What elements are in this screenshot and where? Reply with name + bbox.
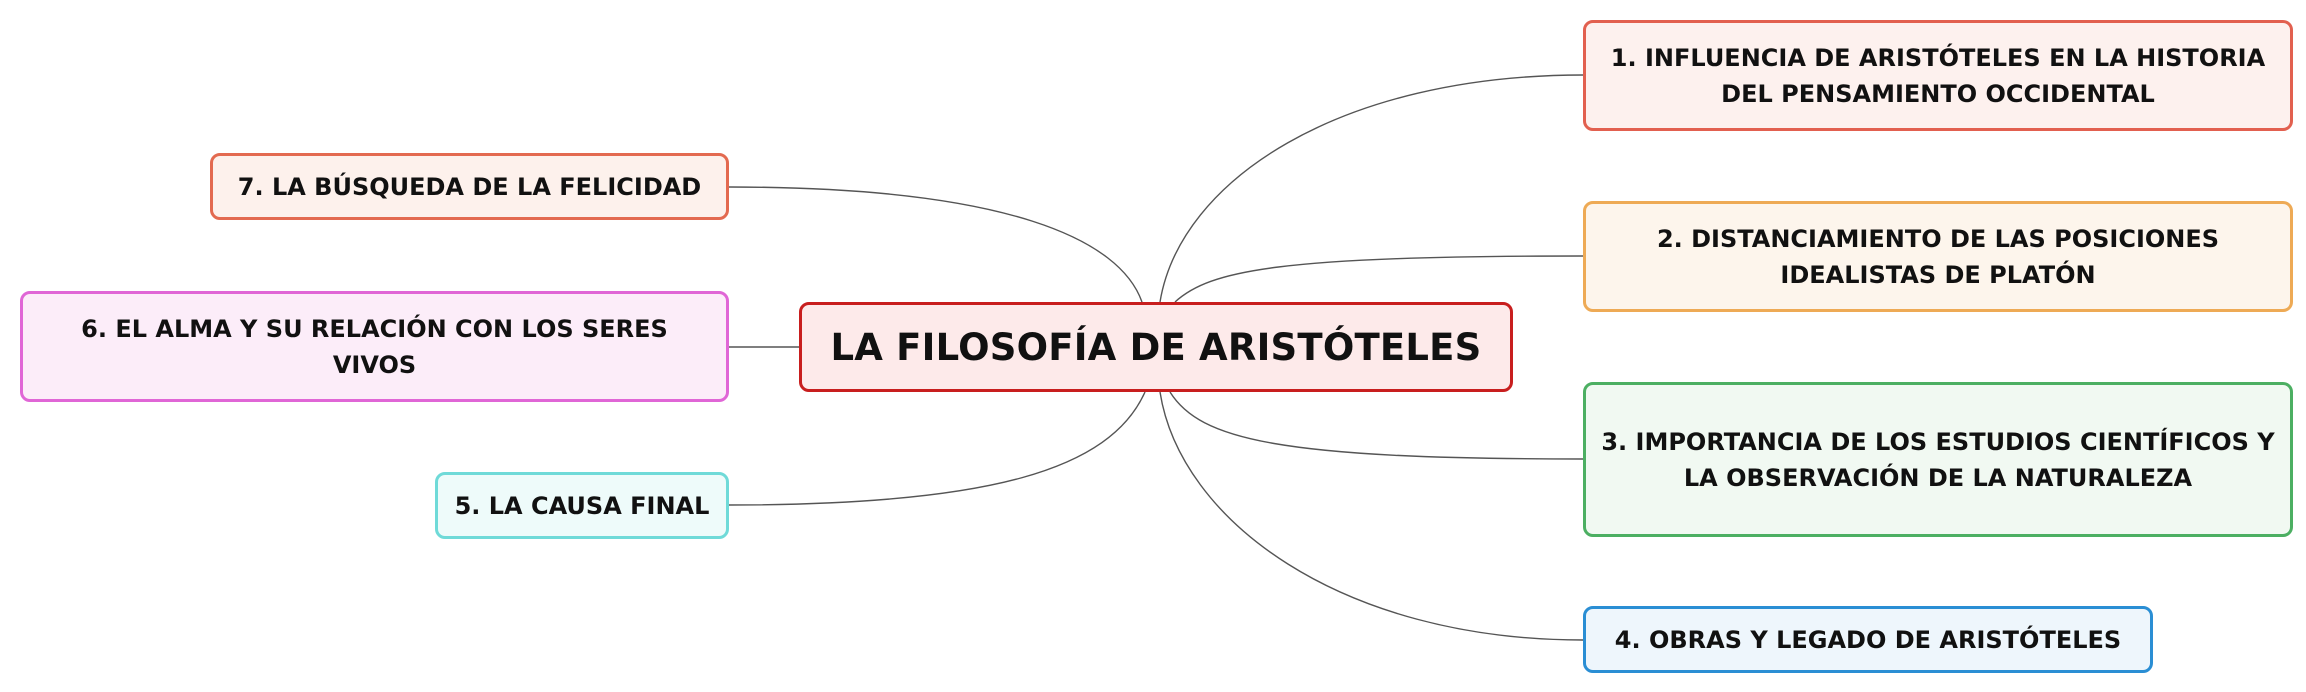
branch-label-distanciamiento: 2. DISTANCIAMIENTO DE LAS POSICIONES IDE…: [1656, 224, 2220, 289]
branch-label-felicidad: 7. LA BÚSQUEDA DE LA FELICIDAD: [237, 172, 702, 201]
connector-to-importancia: [1169, 391, 1584, 460]
branch-label-causa-final: 5. LA CAUSA FINAL: [454, 491, 710, 520]
connector-to-felicidad: [728, 186, 1143, 303]
connector-to-distanciamiento: [1174, 255, 1584, 303]
branch-label-importancia: 3. IMPORTANCIA DE LOS ESTUDIOS CIENTÍFIC…: [1601, 427, 2275, 492]
connector-to-causa-final: [728, 391, 1146, 506]
branch-node-causa-final[interactable]: 5. LA CAUSA FINAL: [435, 472, 729, 539]
connector-to-obras: [1159, 391, 1584, 641]
connector-to-influencia: [1159, 74, 1584, 303]
branch-node-alma[interactable]: 6. EL ALMA Y SU RELACIÓN CON LOS SERES V…: [20, 291, 729, 402]
central-topic-label: LA FILOSOFÍA DE ARISTÓTELES: [830, 325, 1482, 369]
branch-node-obras[interactable]: 4. OBRAS Y LEGADO DE ARISTÓTELES: [1583, 606, 2153, 673]
branch-node-influencia[interactable]: 1. INFLUENCIA DE ARISTÓTELES EN LA HISTO…: [1583, 20, 2293, 131]
central-topic-node[interactable]: LA FILOSOFÍA DE ARISTÓTELES: [799, 302, 1513, 392]
branch-node-felicidad[interactable]: 7. LA BÚSQUEDA DE LA FELICIDAD: [210, 153, 729, 220]
branch-label-influencia: 1. INFLUENCIA DE ARISTÓTELES EN LA HISTO…: [1610, 43, 2266, 108]
branch-node-importancia[interactable]: 3. IMPORTANCIA DE LOS ESTUDIOS CIENTÍFIC…: [1583, 382, 2293, 537]
branch-node-distanciamiento[interactable]: 2. DISTANCIAMIENTO DE LAS POSICIONES IDE…: [1583, 201, 2293, 312]
branch-label-obras: 4. OBRAS Y LEGADO DE ARISTÓTELES: [1614, 625, 2122, 654]
branch-label-alma: 6. EL ALMA Y SU RELACIÓN CON LOS SERES V…: [81, 314, 668, 379]
